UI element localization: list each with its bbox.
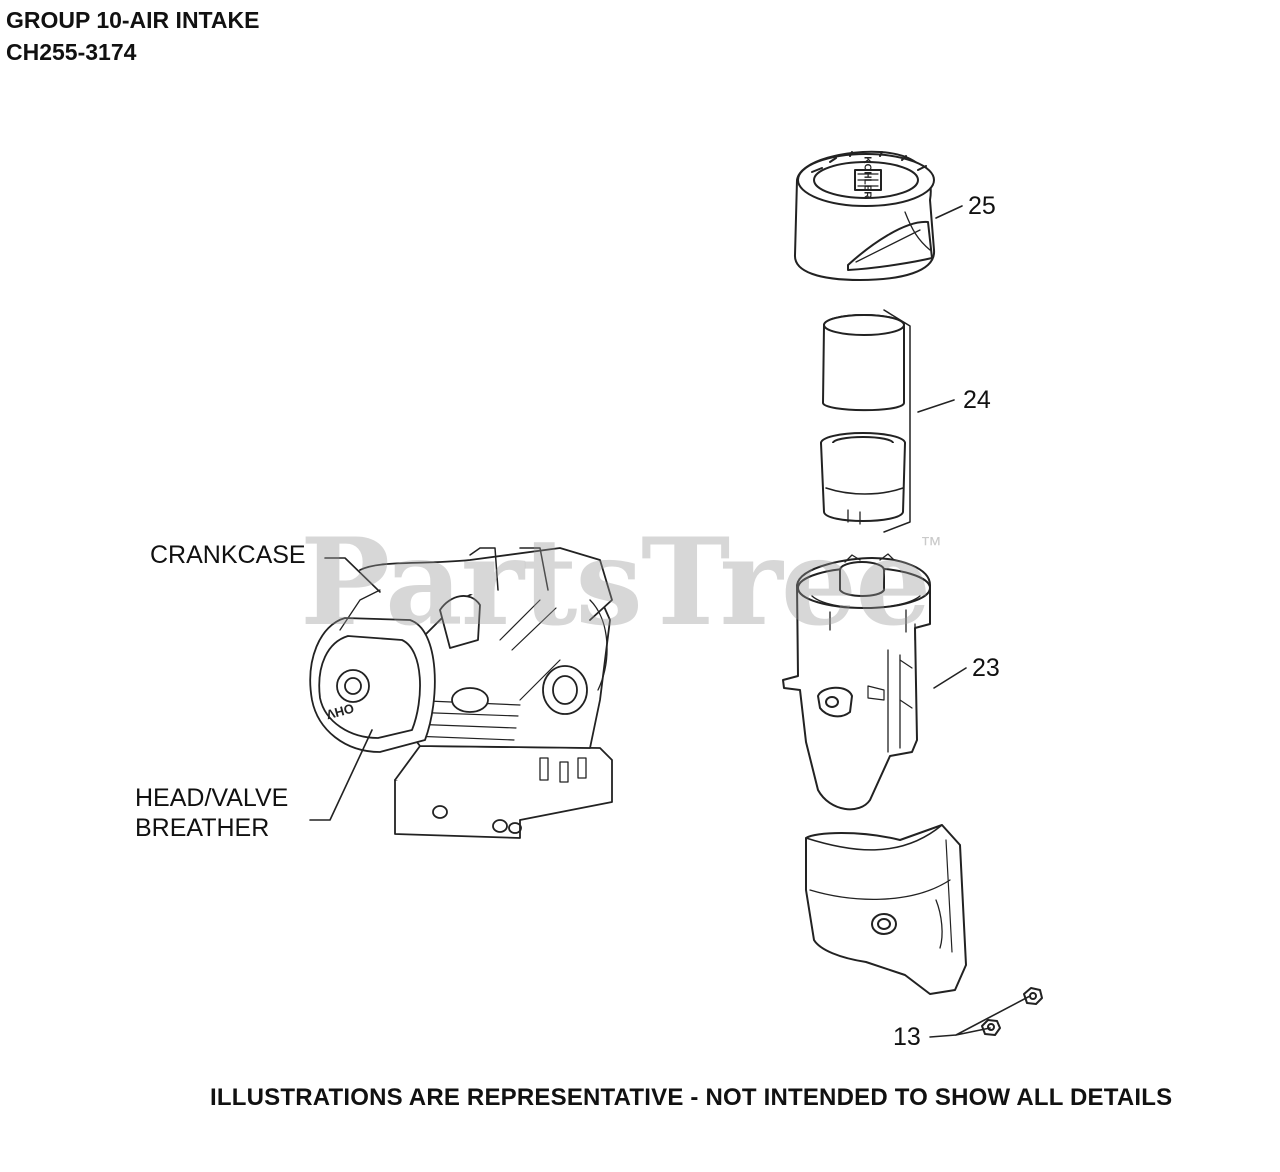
trademark-symbol: ™ (920, 532, 942, 557)
head-valve-label-line2: BREATHER (135, 814, 270, 842)
callout-24[interactable]: 24 (963, 386, 991, 414)
air-cleaner-base-part[interactable] (782, 553, 931, 811)
air-cleaner-cover-part[interactable] (793, 150, 936, 281)
callout-13[interactable]: 13 (893, 1023, 921, 1051)
leader-24 (917, 399, 955, 413)
air-filter-element-part[interactable] (820, 309, 911, 533)
leader-13 (929, 995, 1031, 1038)
leader-crankcase (324, 557, 381, 593)
crankcase-label: CRANKCASE (150, 541, 306, 569)
hex-nuts-part[interactable] (981, 987, 1043, 1036)
head-valve-label-line1: HEAD/VALVE (135, 784, 289, 812)
callout-23[interactable]: 23 (972, 654, 1000, 682)
diagram-title: GROUP 10-AIR INTAKE (6, 7, 260, 33)
parts-tree-watermark: PartsTree (300, 512, 931, 653)
model-number: CH255-3174 (6, 39, 137, 65)
leader-lines (309, 205, 1031, 1038)
leader-head-valve (309, 729, 373, 821)
leader-25 (935, 205, 963, 219)
leader-23 (933, 667, 967, 689)
callout-25[interactable]: 25 (968, 192, 996, 220)
cap-brand-marking: KOHLER (861, 156, 873, 199)
engine-assembly-illustration (309, 547, 613, 839)
disclaimer-note: ILLUSTRATIONS ARE REPRESENTATIVE - NOT I… (210, 1084, 1173, 1111)
lower-shroud-part[interactable] (805, 824, 967, 995)
